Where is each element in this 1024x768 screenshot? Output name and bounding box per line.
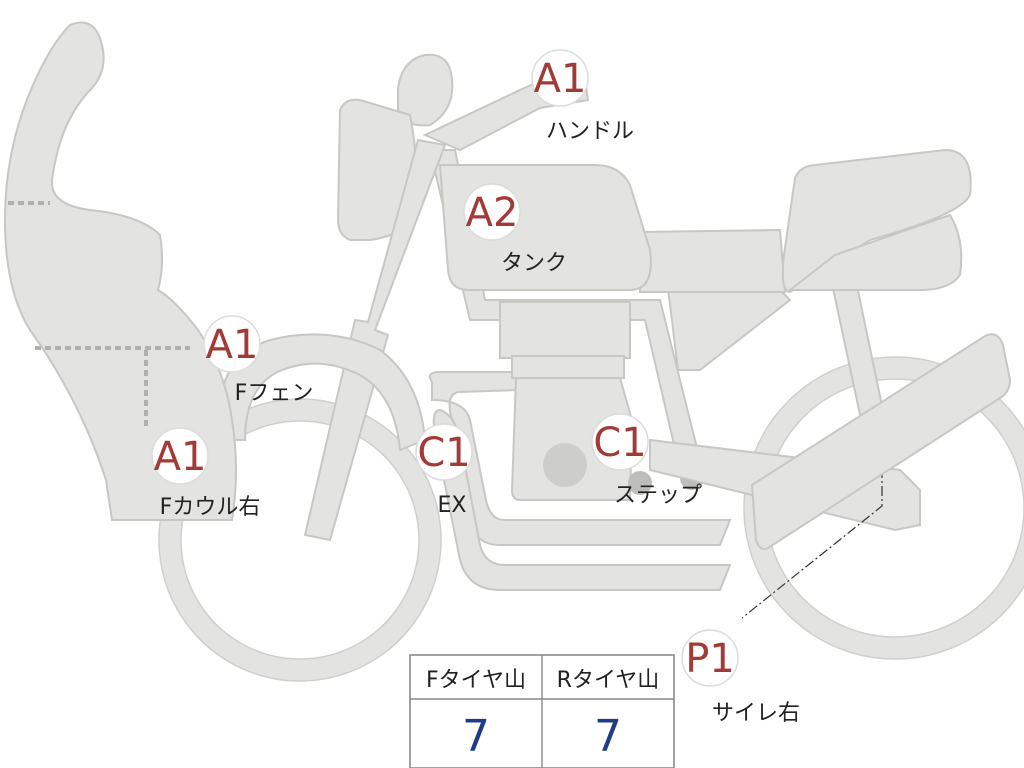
seat bbox=[639, 148, 972, 294]
side-cover bbox=[666, 287, 792, 371]
marker-tank-label: タンク bbox=[501, 251, 567, 276]
marker-handle-code: A1 bbox=[534, 56, 587, 102]
rear-tire-header: Rタイヤ山 bbox=[557, 668, 660, 693]
marker-step[interactable]: C1 ステップ bbox=[591, 413, 702, 508]
marker-tank-code: A2 bbox=[466, 190, 519, 236]
marker-front-fender-circle bbox=[203, 315, 261, 373]
front-tire-value: 7 bbox=[462, 711, 490, 762]
marker-front-cowl-right-code: A1 bbox=[154, 434, 207, 480]
marker-tank[interactable]: A2 タンク bbox=[463, 183, 567, 276]
marker-handle-circle bbox=[531, 49, 589, 107]
marker-front-fender-label: Fフェン bbox=[235, 381, 314, 406]
marker-exhaust[interactable]: C1 EX bbox=[415, 423, 473, 518]
marker-exhaust-code: C1 bbox=[417, 430, 470, 476]
marker-silencer-right-label: サイレ右 bbox=[712, 701, 800, 726]
marker-exhaust-label: EX bbox=[438, 493, 467, 518]
marker-silencer-right[interactable]: P1 サイレ右 bbox=[681, 629, 800, 726]
marker-silencer-right-circle bbox=[681, 629, 739, 687]
marker-front-fender-code: A1 bbox=[206, 322, 259, 368]
engine bbox=[499, 301, 704, 501]
marker-front-cowl-right[interactable]: A1 Fカウル右 bbox=[151, 427, 261, 520]
silencer bbox=[750, 333, 1012, 550]
marker-tank-circle bbox=[463, 183, 521, 241]
front-tire-header: Fタイヤ山 bbox=[426, 668, 526, 693]
mirror bbox=[397, 53, 454, 127]
tire-tread-table: Fタイヤ山 Rタイヤ山 7 7 bbox=[409, 654, 675, 768]
marker-silencer-right-code: P1 bbox=[685, 636, 735, 682]
marker-front-cowl-right-label: Fカウル右 bbox=[160, 495, 261, 520]
front-wheel bbox=[158, 398, 442, 682]
marker-step-code: C1 bbox=[593, 420, 646, 466]
front-fork bbox=[303, 138, 447, 542]
marker-exhaust-circle bbox=[415, 423, 473, 481]
marker-front-cowl-right-circle bbox=[151, 427, 209, 485]
marker-handle[interactable]: A1 ハンドル bbox=[531, 49, 634, 144]
marker-step-circle bbox=[591, 413, 649, 471]
marker-step-label: ステップ bbox=[614, 483, 702, 508]
rear-tire-value: 7 bbox=[594, 711, 622, 762]
marker-front-fender[interactable]: A1 Fフェン bbox=[203, 315, 314, 406]
marker-handle-label: ハンドル bbox=[546, 119, 634, 144]
